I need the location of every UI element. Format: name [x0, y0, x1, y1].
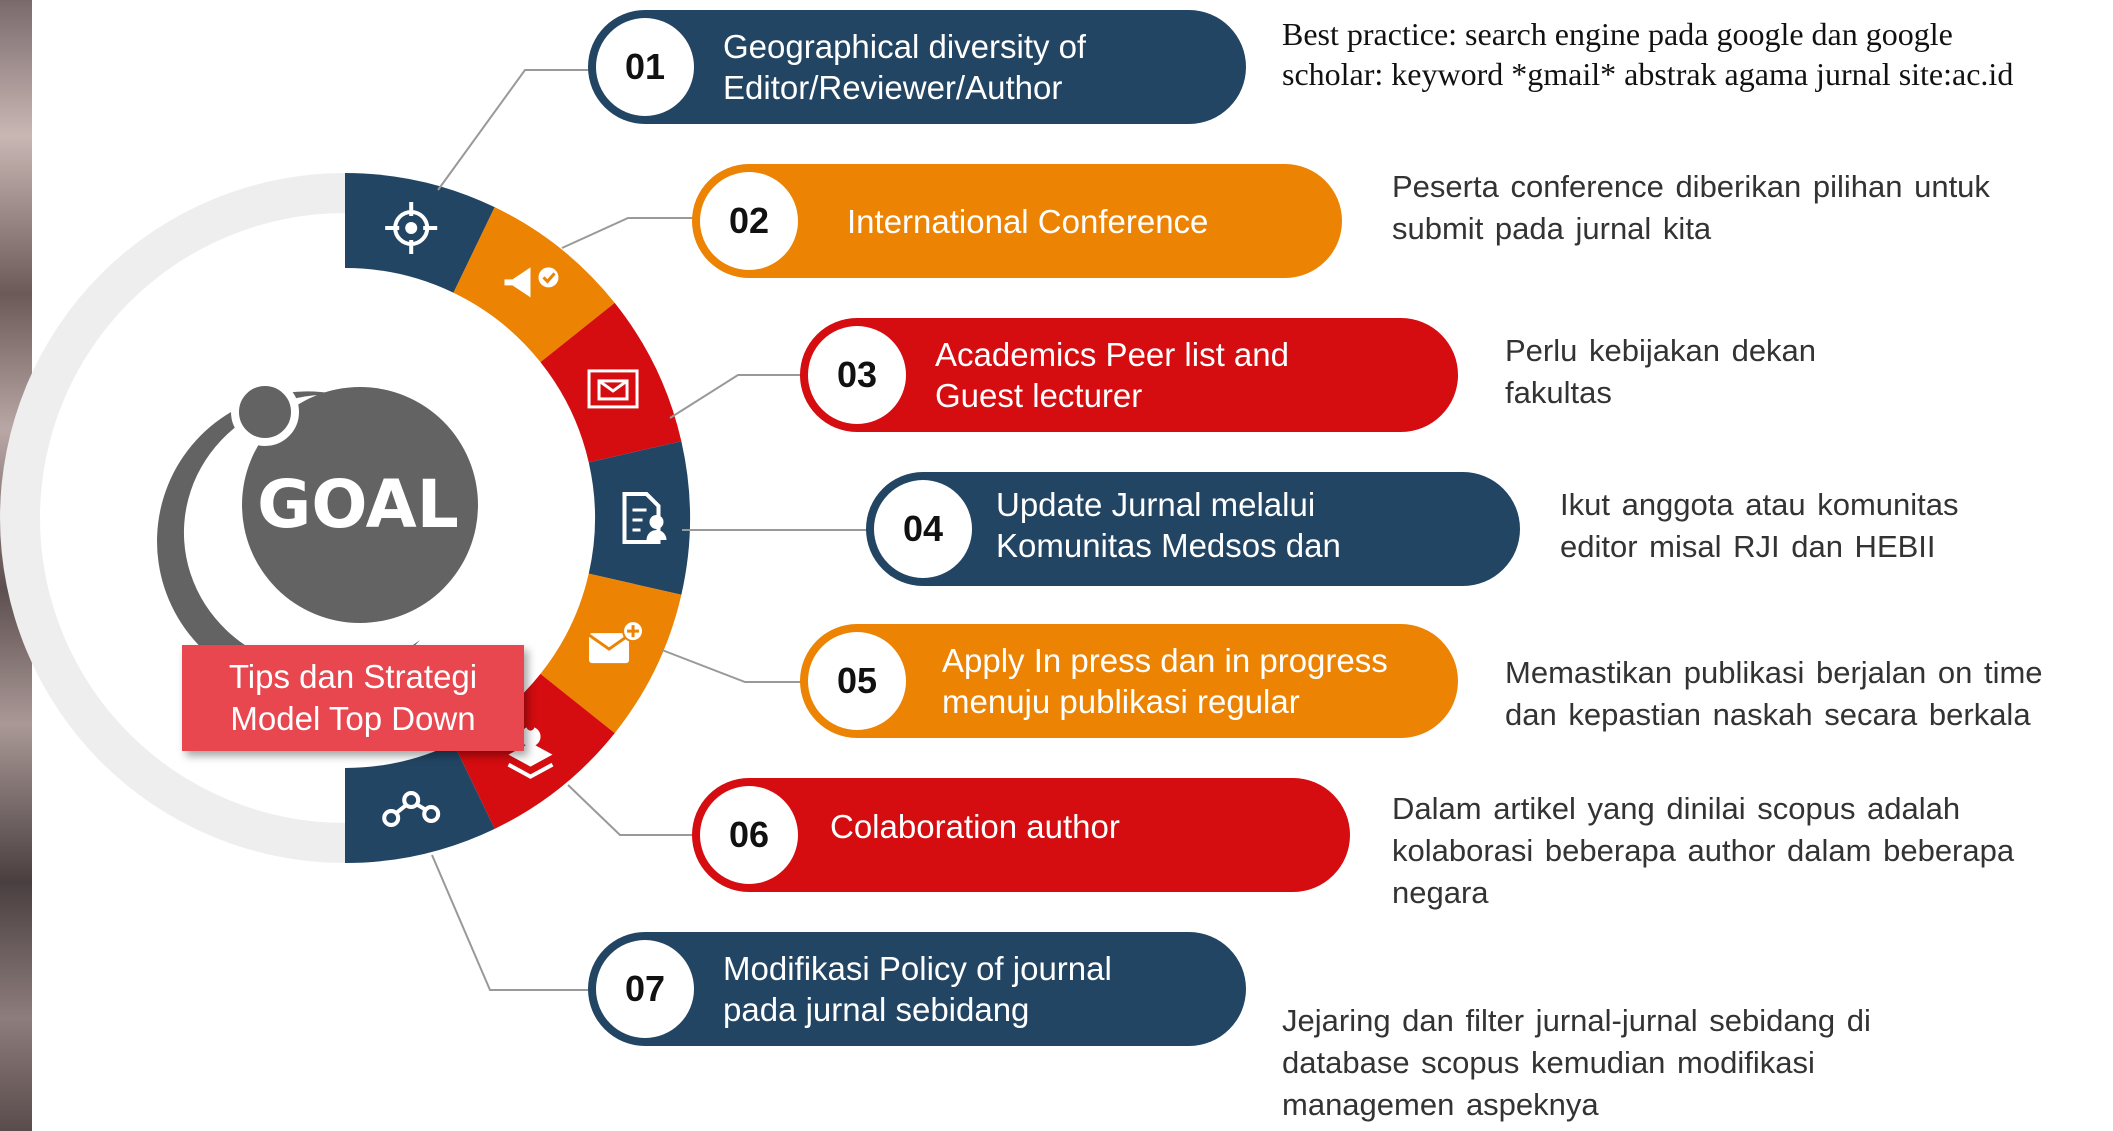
logo-disc — [242, 387, 478, 623]
item-pill-02: 02 International Conference — [692, 164, 1342, 278]
item-pill-01: 01 Geographical diversity of Editor/Revi… — [588, 10, 1246, 124]
item-description-03: Perlu kebijakan dekan fakultas — [1505, 333, 1817, 410]
item-title: International Conference — [847, 202, 1209, 240]
logo-bubble-small — [231, 378, 299, 446]
item-description-07: Jejaring dan filter jurnal-jurnal sebida… — [1282, 1003, 1871, 1122]
item-number: 02 — [700, 172, 798, 270]
item-pill-05: 05 Apply In press dan in progress menuju… — [800, 624, 1458, 738]
item-title: Geographical diversity of Editor/Reviewe… — [723, 28, 1087, 106]
connector-lines — [431, 69, 872, 991]
item-title: Apply In press dan in progress menuju pu… — [942, 642, 1388, 720]
item-pill-07: 07 Modifikasi Policy of journal pada jur… — [588, 932, 1246, 1046]
item-number: 05 — [808, 632, 906, 730]
connector-02 — [561, 217, 700, 249]
item-title: Modifikasi Policy of journal pada jurnal… — [723, 950, 1112, 1028]
target-icon — [385, 201, 438, 254]
connector-07 — [431, 854, 595, 991]
ring-segment-4 — [588, 441, 690, 595]
item-number: 01 — [596, 18, 694, 116]
connector-01 — [437, 69, 595, 191]
item-title: Update Jurnal melalui Komunitas Medsos d… — [996, 486, 1341, 574]
logo-text: GOAL — [257, 466, 459, 543]
item-pill-03: 03 Academics Peer list and Guest lecture… — [800, 318, 1458, 432]
ring-segment-2 — [453, 207, 615, 363]
mail-window-icon — [587, 369, 639, 409]
outer-gray-ring — [0, 173, 345, 863]
item-number: 07 — [596, 940, 694, 1038]
connector-03 — [669, 374, 808, 419]
item-description-04: Ikut anggota atau komunitas editor misal… — [1560, 487, 1959, 564]
document-user-icon — [622, 492, 667, 544]
item-number: 03 — [808, 326, 906, 424]
item-description-01: Best practice: search engine pada google… — [1282, 16, 2014, 92]
item-description-02: Peserta conference diberikan pilihan unt… — [1392, 169, 1990, 246]
network-nodes-icon — [382, 791, 441, 828]
item-pill-06: 06 Colaboration author — [692, 778, 1350, 892]
item-number: 06 — [700, 786, 798, 884]
ring-segment-3 — [540, 302, 682, 463]
item-pill-04: 04 Update Jurnal melalui Komunitas Medso… — [866, 472, 1520, 586]
mail-add-icon — [588, 620, 645, 664]
ring-segment-7 — [345, 743, 495, 863]
megaphone-check-icon — [504, 267, 559, 298]
connector-05 — [661, 649, 808, 683]
item-number: 04 — [874, 480, 972, 578]
item-title: Academics Peer list and Guest lecturer — [935, 336, 1289, 414]
ring-segment-1 — [345, 173, 495, 293]
item-description-06: Dalam artikel yang dinilai scopus adalah… — [1392, 791, 2015, 910]
item-description-05: Memastikan publikasi berjalan on time da… — [1505, 655, 2043, 732]
connector-06 — [567, 784, 700, 836]
center-caption: Tips dan Strategi Model Top Down — [182, 645, 524, 751]
segment-arc — [345, 173, 690, 863]
item-title: Colaboration author — [830, 807, 1120, 845]
